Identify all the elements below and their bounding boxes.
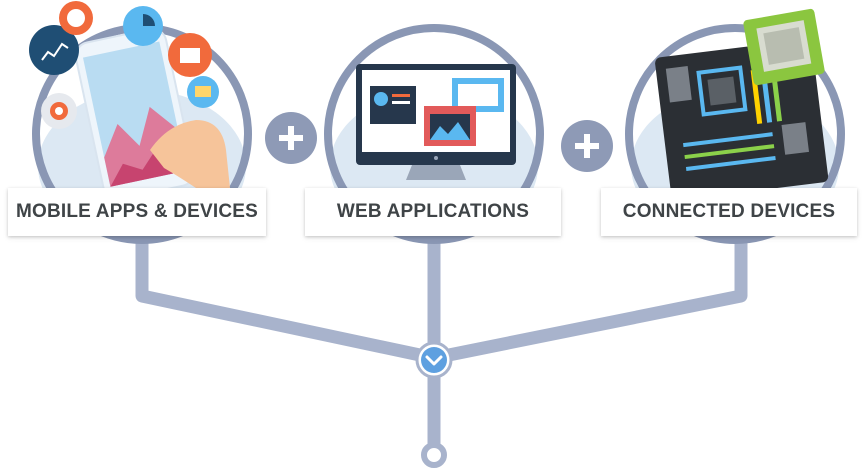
category-label-text: MOBILE APPS & DEVICES xyxy=(15,201,259,222)
category-label-mobile: MOBILE APPS & DEVICES xyxy=(8,188,266,236)
plus-icon xyxy=(561,120,613,172)
mobile-phone-icon xyxy=(29,1,230,201)
web-browser-monitor-icon xyxy=(356,64,516,180)
end-node xyxy=(421,442,447,468)
connector-lines xyxy=(135,236,748,444)
connector-left xyxy=(135,236,436,365)
category-label-text: CONNECTED DEVICES xyxy=(622,201,836,222)
connector-right xyxy=(432,236,748,365)
category-label-text: WEB APPLICATIONS xyxy=(336,201,530,222)
category-label-web: WEB APPLICATIONS xyxy=(305,188,561,236)
category-label-connected: CONNECTED DEVICES xyxy=(601,188,857,236)
plus-icon xyxy=(265,112,317,164)
circuit-board-icon xyxy=(655,8,829,201)
chevron-down-icon xyxy=(415,341,453,379)
